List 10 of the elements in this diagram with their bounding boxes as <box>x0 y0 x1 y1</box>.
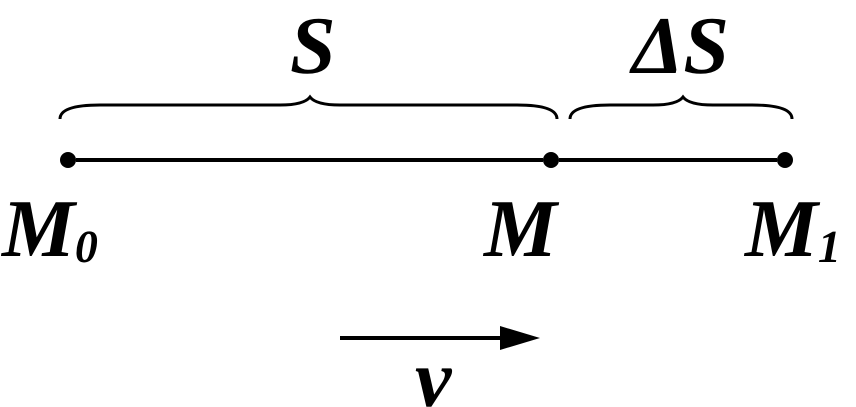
line-segment <box>559 158 777 162</box>
point-label: M$_{1}$ <box>745 188 841 270</box>
point-dot <box>777 152 793 168</box>
length-label: S <box>290 5 336 87</box>
point-label: M <box>484 188 557 270</box>
velocity-label: v <box>415 338 452 407</box>
point-label: M$_{0}$ <box>2 188 98 270</box>
line-segment <box>76 158 543 162</box>
point-dot <box>60 152 76 168</box>
point-dot <box>543 152 559 168</box>
